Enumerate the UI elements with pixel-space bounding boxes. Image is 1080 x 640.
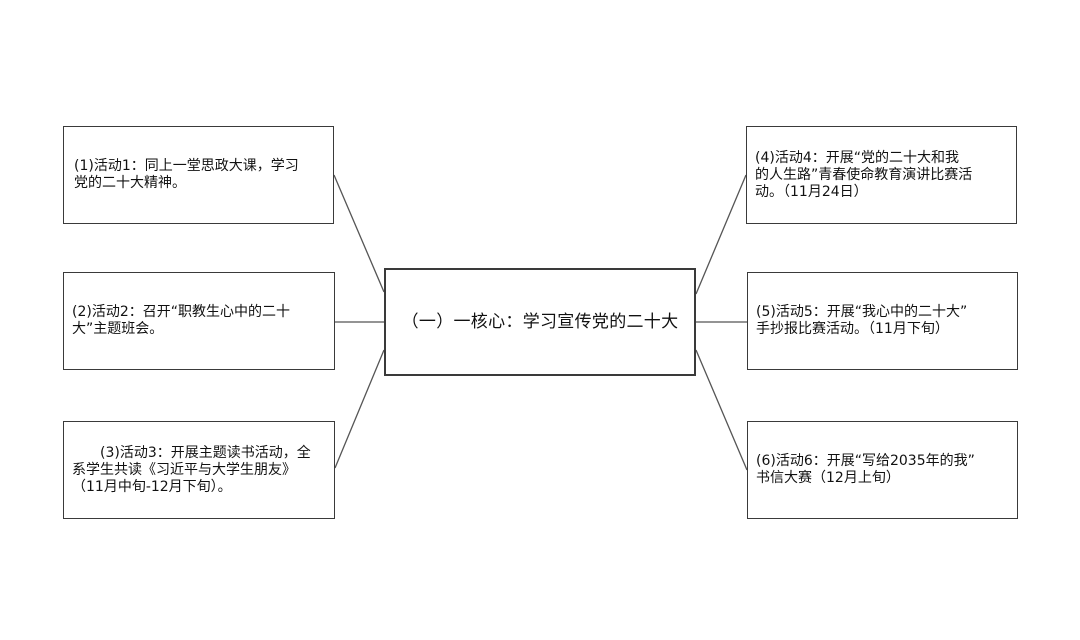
activity-node-6: (6)活动6：开展“写给2035年的我” 书信大赛（12月上旬）	[747, 421, 1018, 519]
activity-node-6-label: (6)活动6：开展“写给2035年的我” 书信大赛（12月上旬）	[756, 453, 975, 486]
activity-node-1: (1)活动1：同上一堂思政大课，学习 党的二十大精神。	[63, 126, 334, 224]
central-node: （一）一核心：学习宣传党的二十大	[384, 268, 696, 376]
activity-node-3-label: (3)活动3：开展主题读书活动，全 系学生共读《习近平与大学生朋友》 （11月中…	[72, 444, 311, 495]
activity-node-5: (5)活动5：开展“我心中的二十大” 手抄报比赛活动。（11月下旬）	[747, 272, 1018, 370]
activity-node-2: (2)活动2：召开“职教生心中的二十 大”主题班会。	[63, 272, 335, 370]
connector-activity-1	[333, 174, 385, 293]
activity-node-2-label: (2)活动2：召开“职教生心中的二十 大”主题班会。	[72, 304, 290, 337]
activity-node-3: (3)活动3：开展主题读书活动，全 系学生共读《习近平与大学生朋友》 （11月中…	[63, 421, 335, 519]
central-node-label: （一）一核心：学习宣传党的二十大	[401, 312, 679, 332]
activity-node-4-label: (4)活动4：开展“党的二十大和我 的人生路”青春使命教育演讲比赛活 动。（11…	[755, 149, 973, 200]
connector-activity-6	[695, 349, 748, 471]
connector-activity-3	[334, 349, 385, 469]
activity-node-1-label: (1)活动1：同上一堂思政大课，学习 党的二十大精神。	[74, 158, 299, 191]
connector-activity-4	[695, 174, 747, 295]
activity-node-4: (4)活动4：开展“党的二十大和我 的人生路”青春使命教育演讲比赛活 动。（11…	[746, 126, 1017, 224]
activity-node-5-label: (5)活动5：开展“我心中的二十大” 手抄报比赛活动。（11月下旬）	[756, 304, 968, 337]
